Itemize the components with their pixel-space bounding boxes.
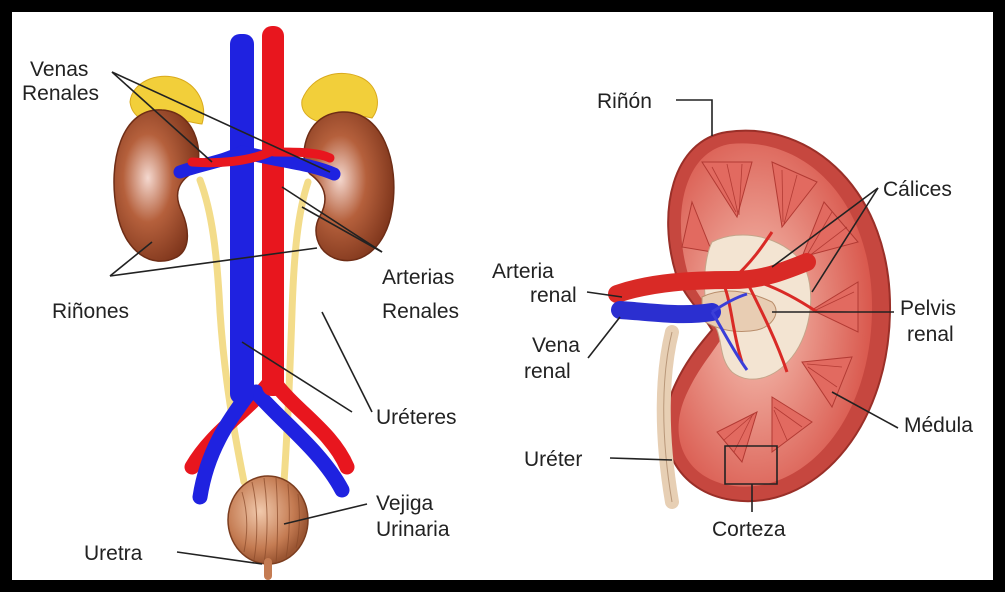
- label-vena-renal-line1: Vena: [532, 334, 580, 357]
- right-kidney: [304, 112, 394, 261]
- label-vena-renal-line2: renal: [524, 360, 571, 383]
- label-arteria-renal-line1: Arteria: [492, 260, 554, 283]
- aorta: [262, 26, 284, 396]
- bladder: [228, 476, 308, 564]
- renal-vein: [620, 310, 712, 314]
- label-corteza: Corteza: [712, 518, 786, 541]
- left-kidney: [114, 110, 199, 261]
- diagram-panel: Venas Renales Riñones Arterias Renales U…: [12, 12, 993, 580]
- label-vejiga-line1: Vejiga: [376, 492, 434, 515]
- label-arteria-renal-line2: renal: [530, 284, 577, 307]
- vena-cava: [230, 34, 254, 404]
- label-venas-renales-line2: Renales: [22, 82, 99, 105]
- label-uretra: Uretra: [84, 542, 143, 565]
- label-rinones: Riñones: [52, 300, 129, 323]
- label-vejiga-line2: Urinaria: [376, 518, 450, 541]
- left-urinary-system: Venas Renales Riñones Arterias Renales U…: [22, 26, 459, 576]
- label-rinon: Riñón: [597, 90, 652, 113]
- label-pelvis-renal-line1: Pelvis: [900, 297, 956, 320]
- label-pelvis-renal-line2: renal: [907, 323, 954, 346]
- label-ureteres: Uréteres: [376, 406, 457, 429]
- urinary-system-diagram: Venas Renales Riñones Arterias Renales U…: [12, 12, 993, 580]
- label-calices: Cálices: [883, 178, 952, 201]
- right-kidney-section: Riñón Cálices Arteria renal Pelvis renal…: [492, 90, 973, 541]
- label-ureter: Uréter: [524, 448, 582, 471]
- label-medula: Médula: [904, 414, 973, 437]
- label-arterias-renales-line2: Renales: [382, 300, 459, 323]
- label-venas-renales-line1: Venas: [30, 58, 88, 81]
- label-arterias-renales-line1: Arterias: [382, 266, 454, 289]
